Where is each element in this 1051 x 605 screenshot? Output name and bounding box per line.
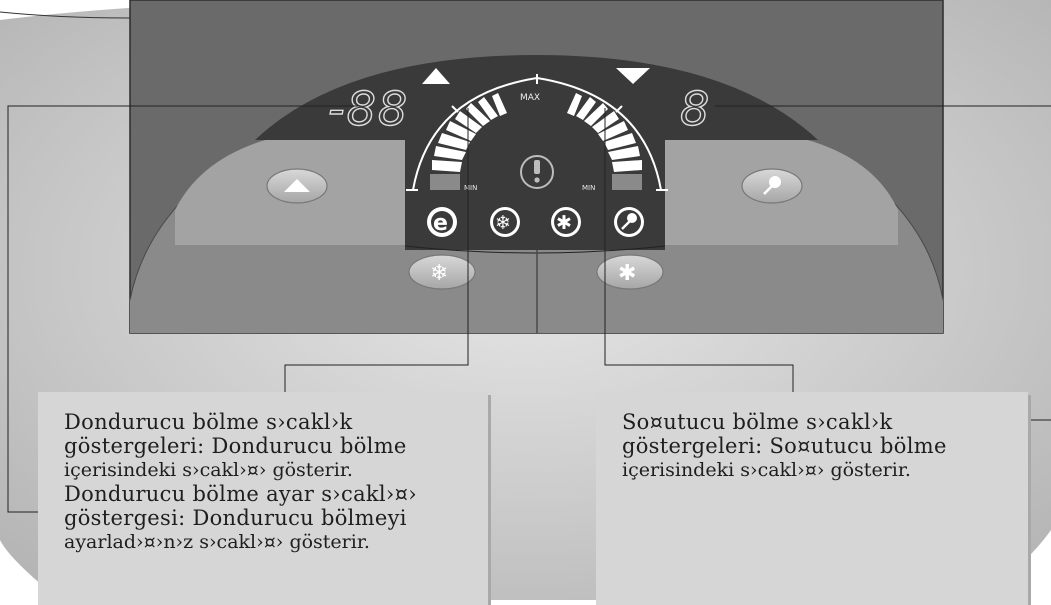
fridge-callout-line1: So¤utucu bölme s›cakl›k [622,410,893,434]
fridge-callout-line2: göstergeleri: So¤utucu bölme [622,434,947,458]
snowflake-icon: ❄ [490,207,520,237]
fridge-bar-min [612,174,642,190]
scale-tick-right [615,105,623,113]
freezer-callout-line1: Dondurucu bölme s›cakl›k [64,410,353,434]
bezel-outline-top-left [0,11,131,19]
freezer-bar [492,93,507,116]
fridge-callout-line3: içerisindeki s›cakl›¤› gösterir. [622,459,911,481]
fridge-callout: So¤utucu bölme s›cakl›k göstergeleri: So… [596,392,1028,605]
fridge-level-bars [567,93,642,190]
leader-freezer-temp [7,105,360,513]
freezer-level-bars [430,93,507,190]
scale-min-right-label: MIN [582,184,595,192]
super-freeze-icon: ✱ [551,207,581,237]
freezer-callout: Dondurucu bölme s›cakl›k göstergeleri: D… [38,392,488,605]
eco-mode-icon: e [427,207,457,237]
freezer-bar [434,146,466,160]
scale-tick-left [451,105,459,113]
fridge-bar [612,160,642,172]
freezer-up-button[interactable] [266,168,328,204]
super-freeze-icon: ✱ [618,261,636,286]
svg-text:✱: ✱ [556,212,572,234]
vacation-icon [769,176,781,188]
leader-lines [7,105,1051,513]
fridge-bar [608,146,640,160]
arrow-up-icon [284,179,310,192]
fridge-bar [567,93,582,116]
leader-freezer-setting [284,108,469,392]
fridge-bar [576,97,596,120]
freezer-temp-display: -88 [328,82,409,136]
freezer-callout-line3: içerisindeki s›cakl›¤› gösterir. [64,459,353,481]
snowflake-icon: ❄ [430,261,448,286]
alarm-exclamation-icon [520,155,554,189]
vacation-button[interactable] [741,168,803,204]
scale-max-label: MAX [520,93,540,103]
vacation-icon [614,207,644,237]
fridge-temp-display: 8 [680,82,711,136]
freezer-mode-button[interactable]: ❄ [408,254,476,290]
fridge-bar [604,133,636,150]
freezer-bar [466,103,490,126]
freezer-bar [478,97,498,120]
super-freeze-button[interactable]: ✱ [596,254,664,290]
freezer-bar [438,133,470,150]
freezer-bar [432,160,462,172]
leader-fridge-bars [604,108,794,392]
scale-min-left-label: MIN [464,184,477,192]
freezer-callout-line6: ayarlad›¤›n›z s›cakl›¤› gösterir. [64,531,370,553]
display-band-bottom [404,245,666,254]
fridge-bar [584,103,608,126]
arrow-down-icon [616,68,650,84]
freezer-bar-min [430,174,460,190]
freezer-callout-line2: göstergeleri: Dondurucu bölme [64,434,407,458]
arrow-up-icon [422,68,450,84]
display-band [255,55,818,250]
freezer-callout-line5: göstergesi: Dondurucu bölmeyi [64,506,407,530]
freezer-callout-line4: Dondurucu bölme ayar s›cakl›¤› [64,482,417,506]
svg-text:e: e [433,211,448,236]
svg-text:❄: ❄ [495,212,511,234]
